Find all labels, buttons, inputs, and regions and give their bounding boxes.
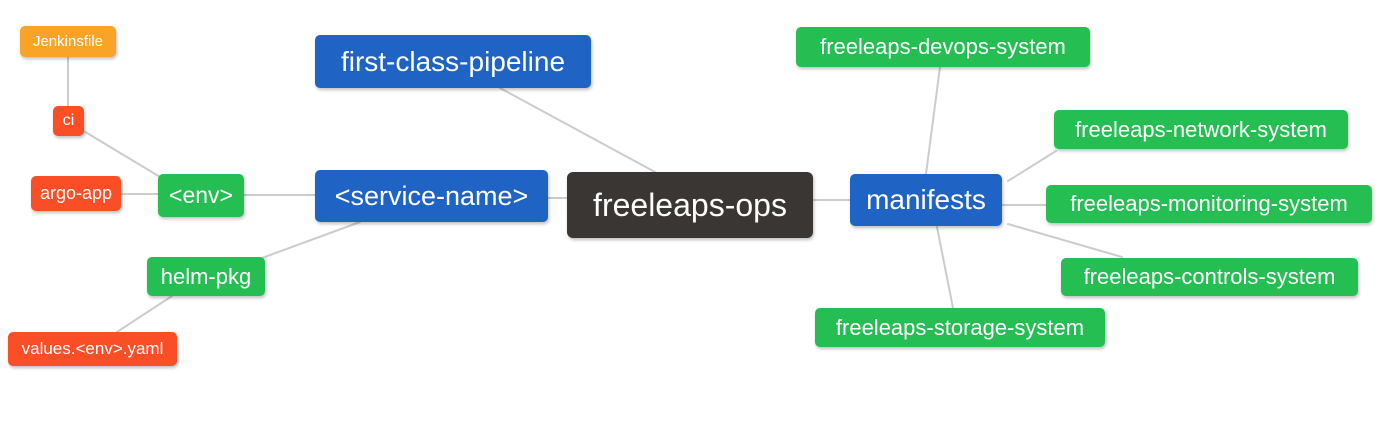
edge-ci-env: [81, 129, 171, 184]
node-jenkinsfile[interactable]: Jenkinsfile: [20, 26, 116, 57]
node-freeleaps-devops-system-label: freeleaps-devops-system: [820, 34, 1066, 59]
edge-manifests-network: [1007, 150, 1057, 182]
node-argo-app[interactable]: argo-app: [31, 176, 121, 211]
node-values-env-yaml[interactable]: values.<env>.yaml: [8, 332, 177, 366]
node-values-env-yaml-label: values.<env>.yaml: [21, 339, 164, 358]
node-jenkinsfile-label: Jenkinsfile: [32, 33, 104, 50]
edge-manifests-storage: [936, 226, 954, 309]
node-env[interactable]: <env>: [158, 174, 244, 217]
node-first-class-pipeline-label: first-class-pipeline: [340, 45, 566, 77]
edge-helm-pkg-service-name: [261, 221, 361, 259]
node-freeleaps-network-system[interactable]: freeleaps-network-system: [1054, 110, 1348, 149]
node-env-label: <env>: [169, 182, 233, 208]
node-ci-label: ci: [62, 112, 75, 129]
node-freeleaps-devops-system[interactable]: freeleaps-devops-system: [796, 27, 1090, 67]
edge-manifests-controls: [1007, 223, 1123, 258]
node-manifests-label: manifests: [866, 184, 986, 215]
node-first-class-pipeline[interactable]: first-class-pipeline: [315, 35, 591, 88]
node-freeleaps-controls-system[interactable]: freeleaps-controls-system: [1061, 258, 1358, 296]
node-freeleaps-monitoring-system[interactable]: freeleaps-monitoring-system: [1046, 185, 1372, 223]
node-ci[interactable]: ci: [53, 106, 84, 136]
node-freeleaps-storage-system[interactable]: freeleaps-storage-system: [815, 308, 1105, 347]
node-service-name[interactable]: <service-name>: [315, 170, 548, 222]
node-freeleaps-ops-root[interactable]: freeleaps-ops: [567, 172, 813, 238]
edge-pipeline-root: [499, 87, 656, 173]
node-helm-pkg-label: helm-pkg: [160, 263, 252, 289]
node-freeleaps-monitoring-system-label: freeleaps-monitoring-system: [1070, 191, 1348, 216]
node-freeleaps-ops-label: freeleaps-ops: [593, 186, 787, 223]
node-helm-pkg[interactable]: helm-pkg: [147, 257, 265, 296]
edge-manifests-devops: [925, 66, 941, 175]
node-argo-app-label: argo-app: [39, 183, 113, 203]
node-service-name-label: <service-name>: [334, 180, 529, 211]
node-freeleaps-network-system-label: freeleaps-network-system: [1075, 116, 1327, 142]
node-freeleaps-controls-system-label: freeleaps-controls-system: [1083, 264, 1336, 289]
edge-values-helm-pkg: [116, 295, 173, 333]
node-manifests[interactable]: manifests: [850, 174, 1002, 226]
node-freeleaps-storage-system-label: freeleaps-storage-system: [835, 314, 1085, 340]
